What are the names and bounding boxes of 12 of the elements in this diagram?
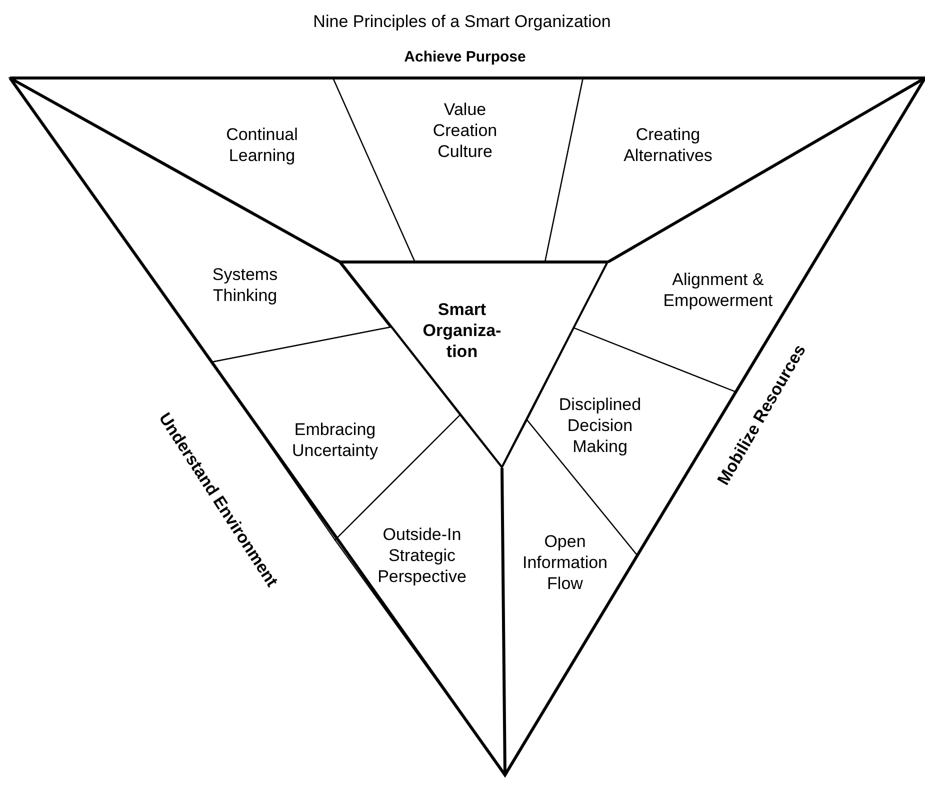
principle-text: Continual Learning <box>225 124 299 166</box>
diagram-title: Nine Principles of a Smart Organization <box>313 12 611 32</box>
principle-text: Open Information Flow <box>521 530 609 594</box>
principle-text: Disciplined Decision Making <box>558 394 642 456</box>
principle-text: Outside-In Strategic Perspective <box>376 524 468 586</box>
principle-text: Creating Alternatives <box>622 124 714 166</box>
principle-text: Alignment & Empowerment <box>662 269 774 311</box>
principle-text: Systems Thinking <box>211 264 279 306</box>
center-title: Smart Organiza- tion <box>422 298 502 362</box>
principle-text: Value Creation Culture <box>432 98 498 162</box>
side-heading: Achieve Purpose <box>404 48 526 66</box>
principle-text: Embracing Uncertainty <box>291 419 379 461</box>
